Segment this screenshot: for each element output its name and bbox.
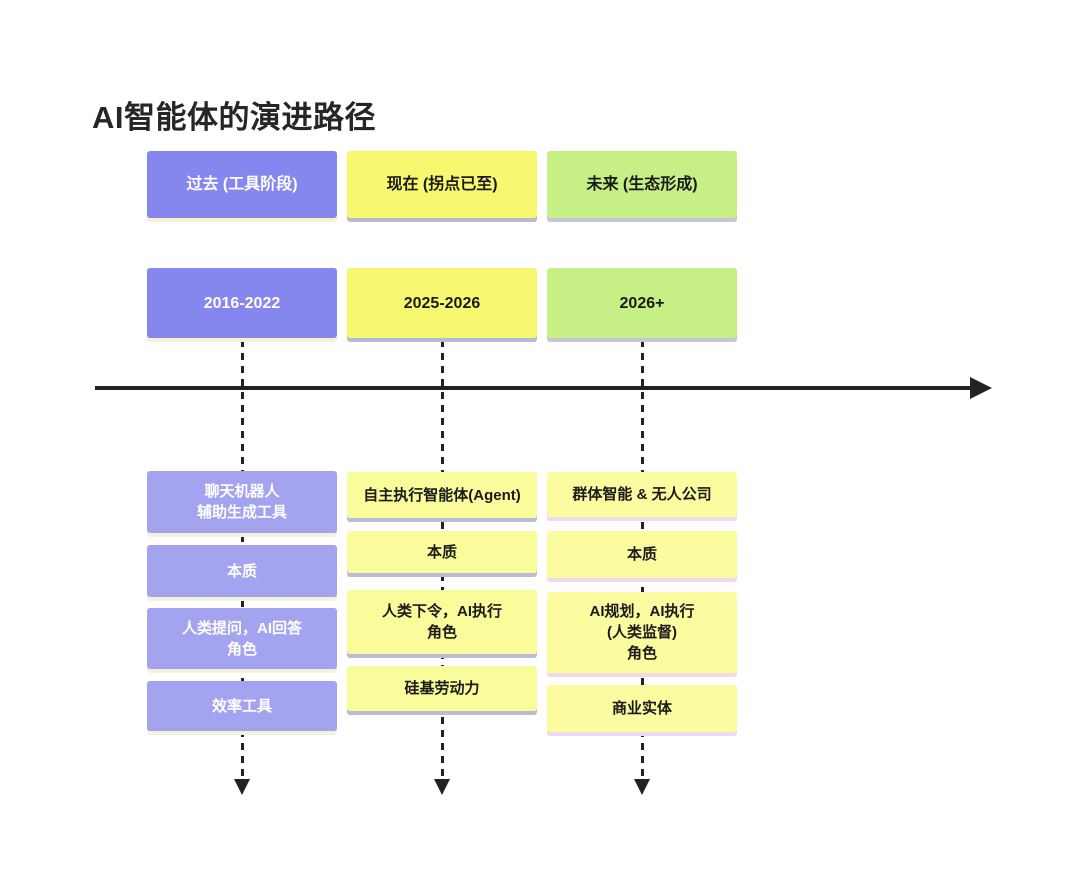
item-line: 人类提问，AI回答 bbox=[181, 619, 302, 637]
item-line: (人类监督) bbox=[607, 624, 677, 641]
item-line: 自主执行智能体(Agent) bbox=[363, 486, 521, 504]
down-arrowhead-icon-past bbox=[234, 779, 250, 795]
item-line: 角色 bbox=[426, 624, 457, 641]
timeline-right-arrowhead-icon bbox=[970, 377, 992, 399]
item-box-future-essence: 本质 bbox=[547, 531, 737, 578]
stage-box-future: 未来 (生态形成) bbox=[547, 151, 737, 218]
item-box-past-essence: 本质 bbox=[147, 545, 337, 597]
column-future: 未来 (生态形成) 2026+ 群体智能 & 无人公司 本质 AI规划，AI执行… bbox=[547, 0, 737, 885]
item-line: 本质 bbox=[426, 543, 457, 561]
item-box-present-essence: 本质 bbox=[347, 531, 537, 573]
item-box-present-identity: 硅基劳动力 bbox=[347, 666, 537, 711]
period-label: 2025-2026 bbox=[403, 294, 481, 312]
period-label: 2016-2022 bbox=[203, 294, 281, 312]
item-box-future-identity: 商业实体 bbox=[547, 685, 737, 732]
column-present: 现在 (拐点已至) 2025-2026 自主执行智能体(Agent) 本质 人类… bbox=[347, 0, 537, 885]
item-line: 聊天机器人 bbox=[204, 483, 280, 500]
down-arrowhead-icon-present bbox=[434, 779, 450, 795]
item-line: 人类下令，AI执行 bbox=[381, 603, 502, 620]
item-box-past-identity: 效率工具 bbox=[147, 681, 337, 731]
stage-label: 未来 (生态形成) bbox=[586, 176, 698, 193]
item-box-future-what: 群体智能 & 无人公司 bbox=[547, 472, 737, 517]
column-past: 过去 (工具阶段) 2016-2022 聊天机器人 辅助生成工具 本质 人类提问… bbox=[147, 0, 337, 885]
item-box-past-what: 聊天机器人 辅助生成工具 bbox=[147, 471, 337, 533]
period-box-past: 2016-2022 bbox=[147, 268, 337, 338]
period-box-future: 2026+ bbox=[547, 268, 737, 338]
stage-box-present: 现在 (拐点已至) bbox=[347, 151, 537, 218]
item-line: 角色 bbox=[626, 645, 657, 662]
item-line: 群体智能 & 无人公司 bbox=[572, 486, 712, 503]
item-line: 效率工具 bbox=[211, 697, 272, 715]
stage-label: 过去 (工具阶段) bbox=[186, 176, 298, 193]
item-box-past-role: 人类提问，AI回答 角色 bbox=[147, 608, 337, 669]
item-line: 角色 bbox=[226, 640, 257, 658]
item-line: AI规划，AI执行 bbox=[589, 603, 695, 620]
down-arrowhead-icon-future bbox=[634, 779, 650, 795]
item-line: 本质 bbox=[226, 562, 257, 580]
stage-box-past: 过去 (工具阶段) bbox=[147, 151, 337, 218]
stage-label: 现在 (拐点已至) bbox=[386, 176, 498, 193]
item-box-present-role: 人类下令，AI执行 角色 bbox=[347, 590, 537, 654]
timeline-axis bbox=[95, 386, 972, 390]
item-line: 商业实体 bbox=[611, 700, 672, 717]
item-line: 辅助生成工具 bbox=[196, 504, 287, 521]
item-box-present-what: 自主执行智能体(Agent) bbox=[347, 472, 537, 518]
period-label: 2026+ bbox=[619, 294, 665, 312]
item-line: 硅基劳动力 bbox=[404, 680, 480, 697]
page-title: AI智能体的演进路径 bbox=[92, 100, 376, 135]
item-line: 本质 bbox=[626, 546, 657, 563]
item-box-future-role: AI规划，AI执行 (人类监督) 角色 bbox=[547, 592, 737, 673]
period-box-present: 2025-2026 bbox=[347, 268, 537, 338]
